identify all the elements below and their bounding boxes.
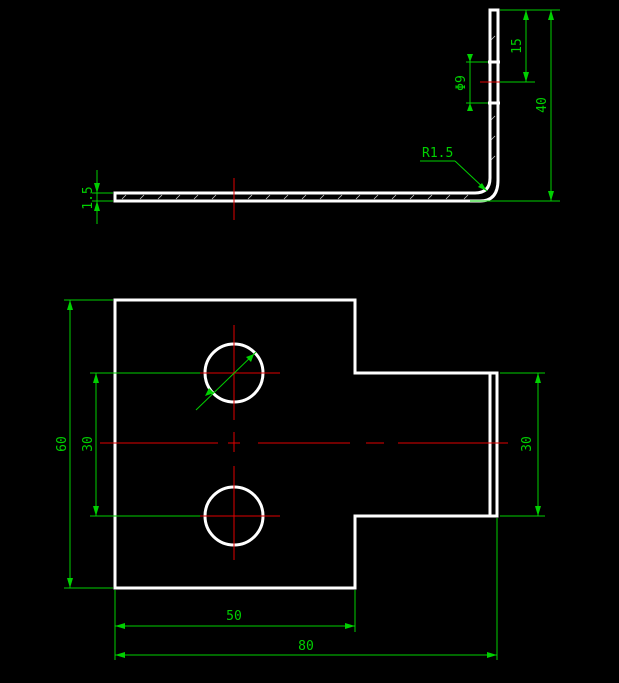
dimension-hole-diameter-side-label: Φ9 — [454, 75, 469, 91]
dimension-thickness-label: 1.5 — [81, 186, 96, 209]
side-view-hole-edges — [488, 62, 500, 82]
front-hole-diameter-leader — [195, 351, 257, 411]
dimension-thickness: 1.5 — [81, 170, 113, 224]
side-view: 15 40 Φ9 R1.5 — [81, 8, 560, 224]
dimension-60-label: 60 — [55, 436, 70, 452]
side-view-profile — [113, 8, 500, 203]
side-view-hatch — [121, 35, 496, 200]
dimension-80: 80 — [115, 518, 498, 660]
dimension-80-label: 80 — [298, 639, 314, 654]
dimension-40-label: 40 — [535, 97, 550, 113]
dimension-tab-height-30-label: 30 — [520, 436, 535, 452]
dimension-hole-spacing-30: 30 — [81, 372, 200, 517]
front-view-outline — [113, 298, 499, 590]
front-centerlines — [100, 325, 508, 560]
front-view: 60 30 30 50 — [55, 298, 545, 660]
dimension-hole-diameter-side: Φ9 — [454, 54, 488, 111]
dimension-bend-radius: R1.5 — [420, 146, 488, 192]
dimension-50: 50 — [114, 590, 356, 660]
dimension-15: 15 — [500, 9, 560, 83]
dimension-hole-spacing-30-label: 30 — [81, 436, 96, 452]
dimension-60: 60 — [55, 299, 113, 589]
dimension-50-label: 50 — [226, 609, 242, 624]
dimension-40: 40 — [500, 10, 560, 202]
dimension-bend-radius-label: R1.5 — [422, 146, 453, 161]
dimension-15-label: 15 — [510, 38, 525, 54]
dimension-tab-height-30: 30 — [500, 372, 545, 517]
